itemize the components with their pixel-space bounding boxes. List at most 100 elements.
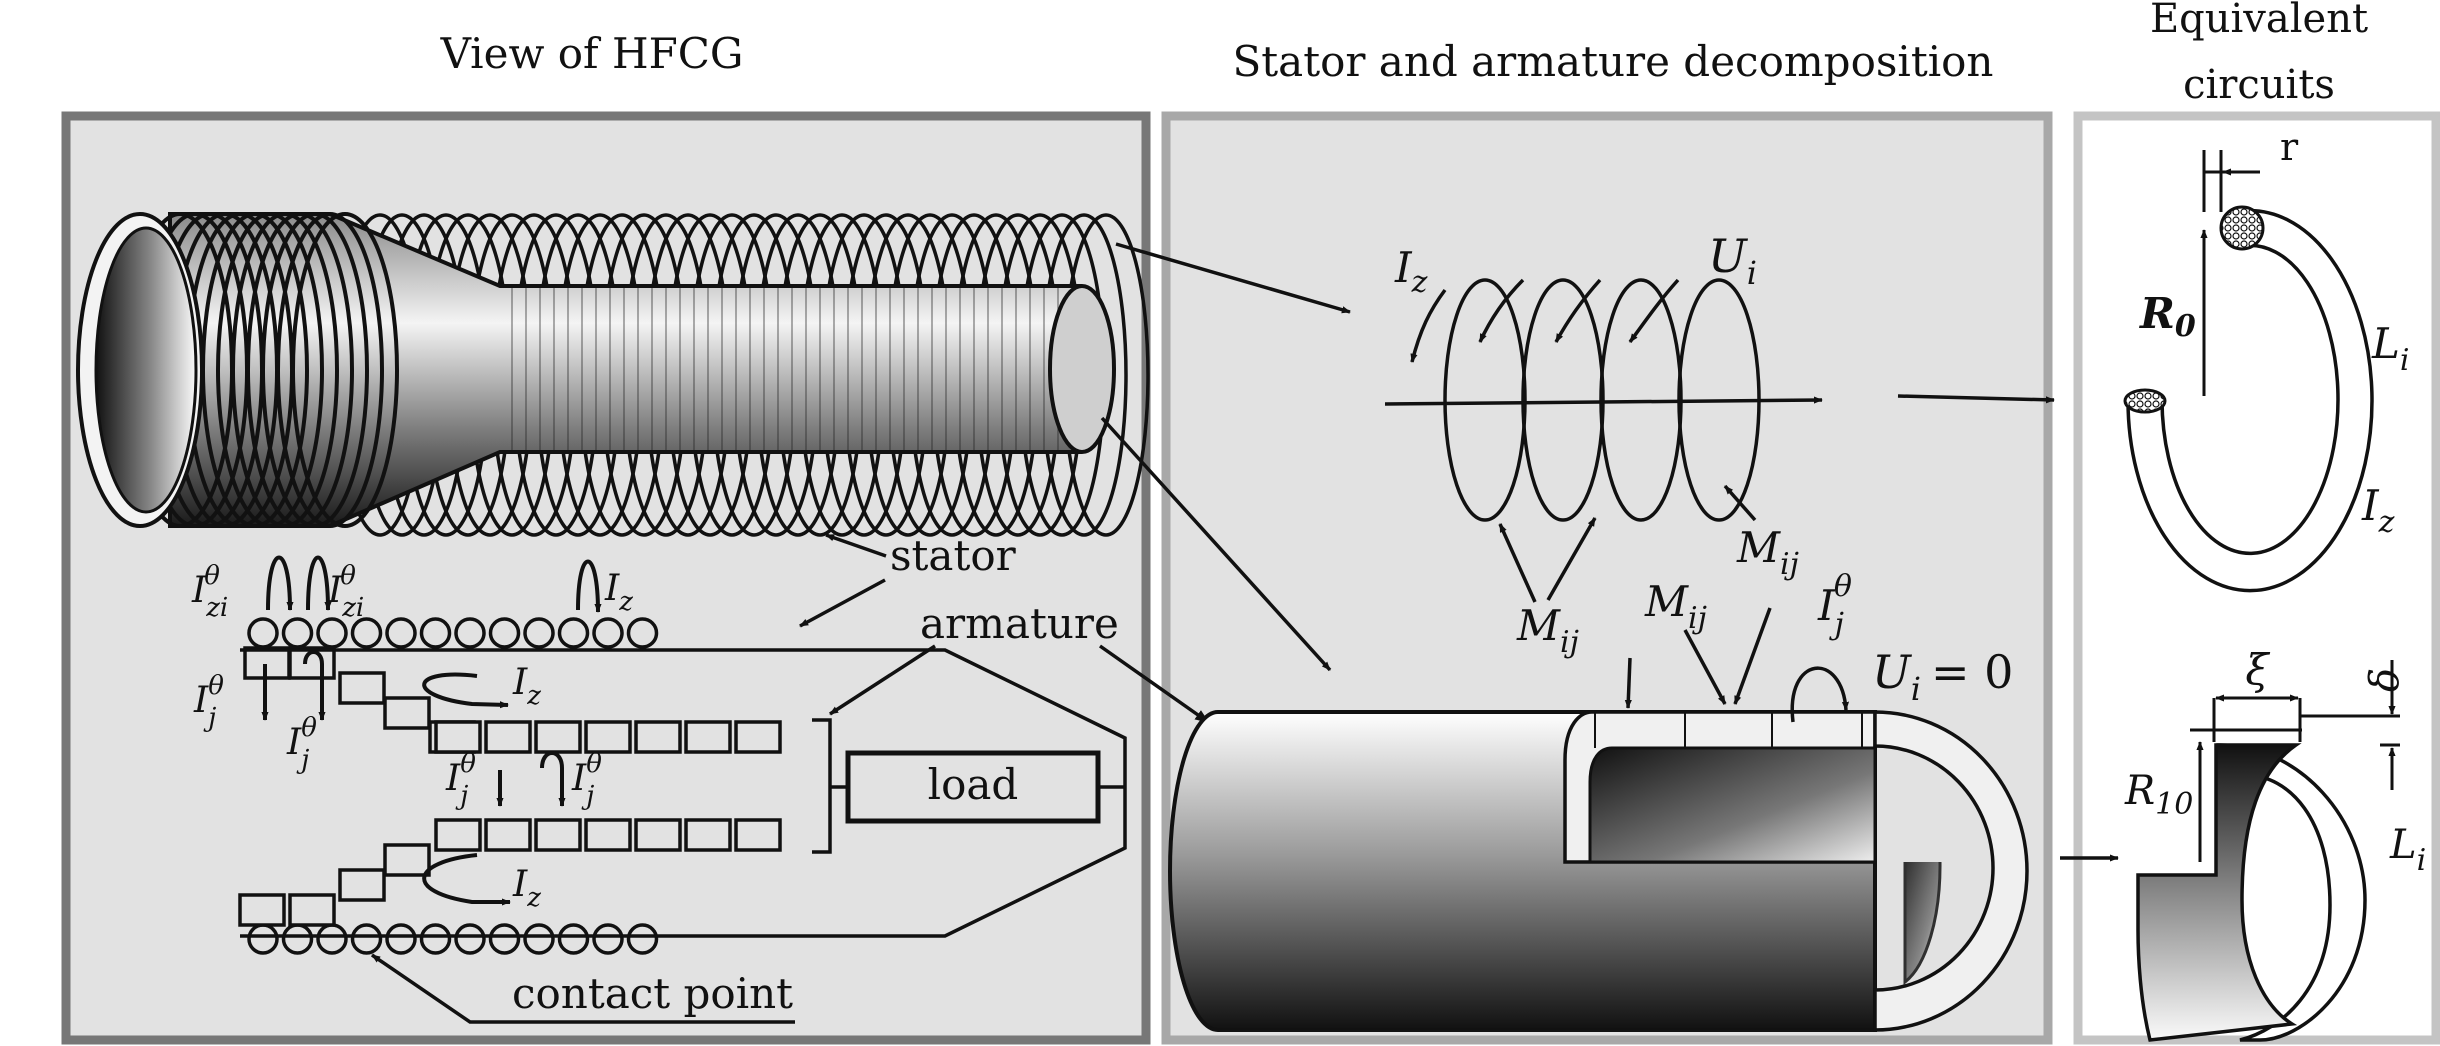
armature-segment [383, 843, 431, 877]
decomp-Ij-theta-label: Ijθ [1817, 569, 1852, 642]
decomposition-panel-title: Stator and armature decomposition [1233, 37, 1994, 86]
stator-loop-1 [1443, 278, 1527, 522]
armature-label: armature [920, 599, 1119, 648]
stator-turn [523, 923, 555, 955]
stator-turn [281, 923, 314, 955]
armature-segment [584, 818, 632, 852]
stator-radius-label: R0 [2139, 289, 2196, 344]
stator-turn [419, 923, 452, 955]
armature-segment [534, 720, 582, 754]
armature-segment [338, 671, 386, 705]
current-arrows [261, 555, 602, 906]
stator-wire-cross-section-top [2219, 205, 2265, 251]
armature-equivalent-circuit: ξ δ R10 Li [2124, 645, 2426, 1042]
stator-turn [419, 617, 452, 649]
stator-turn [281, 617, 314, 649]
schematic-current-labels: Iziθ Iziθ Iz Ijθ Ijθ Iz Ijθ Ijθ Iz [191, 561, 633, 913]
stator-turn [350, 617, 383, 649]
armature-segment [238, 893, 286, 927]
stator-turn [350, 923, 383, 955]
load-label: load [928, 760, 1019, 809]
stator-turn [316, 923, 348, 955]
stator-decomposition: Iz Ui Mij Mij [1384, 229, 2055, 660]
decomp-Ui-zero-label: Ui= 0 [1872, 645, 2013, 708]
decomp-Mij-label-3: Mij [1644, 577, 1707, 636]
armature-segment [434, 818, 482, 852]
armature-segment [634, 720, 682, 754]
armature-decomposition: Mij Ijθ Ui= 0 [1168, 569, 2119, 1032]
stator-turn [592, 617, 624, 649]
label-Iz-top: Iz [604, 568, 633, 617]
stator-turn [557, 617, 590, 649]
wire-radius-label: r [2280, 125, 2299, 169]
armature-segment [338, 868, 386, 902]
stator-inductance-label: Li [2371, 319, 2410, 378]
armature-ring-outer [2216, 743, 2367, 1042]
stator-turn [488, 923, 521, 955]
circuits-panel-title-line2: circuits [2183, 62, 2335, 108]
front-winding-ring [216, 212, 324, 528]
stator-turn [626, 923, 659, 955]
stator-turn [385, 923, 417, 955]
contact-point-label: contact point [512, 969, 793, 1018]
ring-width-label: ξ [2245, 645, 2270, 694]
decomp-Iz-label: Iz [1394, 243, 1428, 300]
stator-turn [626, 617, 659, 649]
armature-segment [288, 893, 336, 927]
stator-label: stator [890, 531, 1017, 580]
circuits-panel-title-line1: Equivalent [2150, 0, 2368, 42]
armature-inductance-label: Li [2389, 822, 2426, 878]
decomp-Mij-label-1: Mij [1516, 601, 1579, 660]
armature-end-cap [1048, 284, 1116, 454]
armature-radius-label: R10 [2124, 768, 2193, 822]
front-winding-ring [291, 212, 399, 528]
armature-segment [383, 696, 431, 730]
ring-thickness-label: δ [2362, 668, 2408, 692]
decomp-Ui-label: Ui [1708, 229, 1757, 292]
pointer-arrows [371, 242, 1351, 1024]
label-Iz-theta-zi-2: Iziθ [327, 561, 364, 623]
armature-ring-section [2136, 743, 2302, 1042]
armature-segment [434, 720, 482, 754]
stator-turn [592, 923, 624, 955]
front-winding-ring [231, 212, 339, 528]
stator-turn [454, 923, 486, 955]
front-opening-inner [94, 226, 198, 514]
label-Iz-mid: Iz [512, 662, 541, 711]
stator-turn [488, 617, 521, 649]
stator-turn [523, 617, 555, 649]
stator-turn [557, 923, 590, 955]
stator-turn [454, 617, 486, 649]
stator-loop-2 [1521, 278, 1605, 522]
stator-wire-cross-section-bottom [2123, 388, 2167, 414]
stator-torus [2126, 208, 2374, 593]
armature-segment [584, 720, 632, 754]
stator-turn [247, 923, 279, 955]
armature-segment [734, 720, 782, 754]
stator-turn [385, 617, 417, 649]
load-box [845, 750, 1101, 824]
stator-turns-top [247, 617, 659, 649]
decomp-Mij-label-2: Mij [1736, 523, 1799, 582]
armature-inner-surface [1588, 746, 1877, 864]
stator-turn [247, 617, 279, 649]
front-winding-ring [261, 212, 369, 528]
armature-end-ring [1873, 710, 2029, 1032]
hfcg-panel-title: View of HFCG [440, 29, 744, 78]
hfcg-schematic: load Iziθ Iziθ Iz Ijθ Ijθ Iz Ijθ Ijθ Iz … [191, 242, 1351, 1024]
label-Iz-bottom: Iz [512, 864, 541, 913]
armature-segment [534, 818, 582, 852]
armature-segment [484, 818, 532, 852]
label-Iz-theta-zi-1: Iziθ [191, 561, 228, 623]
stator-axis-arrow [1384, 396, 1823, 406]
label-Ij-theta-4: Ijθ [571, 749, 602, 811]
armature-segment [484, 720, 532, 754]
stator-current-label: Iz [2361, 481, 2395, 540]
generator-outline-right [795, 648, 1127, 938]
stator-equivalent-circuit: r R0 Li Iz [2123, 125, 2410, 593]
armature-segment [684, 720, 732, 754]
armature-segment [634, 818, 682, 852]
front-winding-ring [276, 212, 384, 528]
armature-segment [684, 818, 732, 852]
